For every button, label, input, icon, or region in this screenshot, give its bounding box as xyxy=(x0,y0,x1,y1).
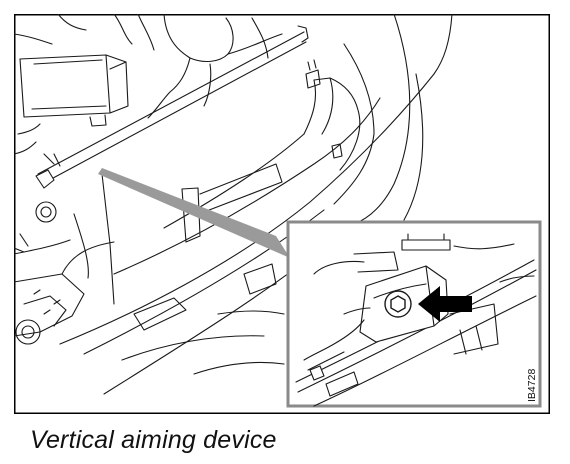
hex-socket-screw-icon xyxy=(384,290,412,318)
figure-caption: Vertical aiming device xyxy=(30,426,277,454)
detail-inset: IB4728 xyxy=(286,220,542,408)
figure-code: IB4728 xyxy=(526,369,538,402)
callout-wedge xyxy=(98,168,290,258)
left-arrow-icon xyxy=(418,286,472,322)
engine-bay-linework xyxy=(14,14,453,395)
headlight-illustration: IB4728 xyxy=(14,14,550,414)
bolt-left xyxy=(35,201,57,223)
